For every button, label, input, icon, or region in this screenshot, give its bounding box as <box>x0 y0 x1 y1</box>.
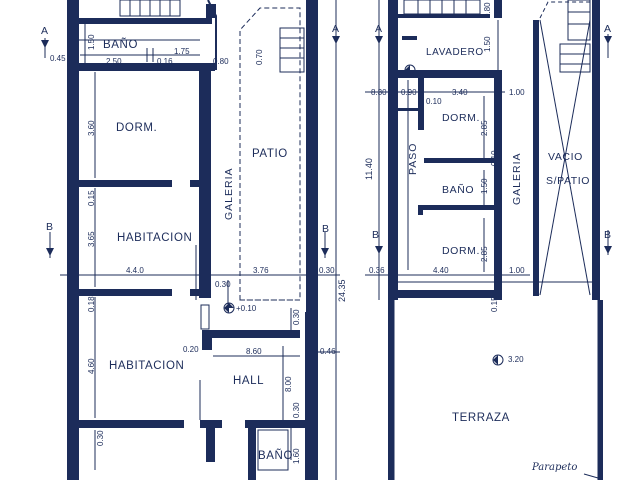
room-label-habitacion-1: HABITACION <box>117 232 192 244</box>
dim-label: 0.30 <box>292 402 301 418</box>
dim-label: 0.80 <box>213 57 229 66</box>
dim-label: 3.20 <box>508 355 524 364</box>
room-label-dorm: DORM. <box>442 112 480 124</box>
room-label-galeria: GALERIA <box>511 152 523 205</box>
dim-label: 0.30 <box>96 430 105 446</box>
section-marker-a-left: A <box>41 25 49 37</box>
dim-label: 0.80 <box>483 2 492 18</box>
left-section-markers <box>41 34 340 258</box>
dim-label-total-length: 11.40 <box>364 158 374 180</box>
room-label-terraza: TERRAZA <box>452 412 510 424</box>
dim-label: 3.60 <box>87 120 96 136</box>
dim-label: 8.30 <box>371 88 387 97</box>
room-label-hall: HALL <box>233 375 264 387</box>
dim-label: 0.10 <box>426 97 442 106</box>
section-marker-a-right: A <box>604 23 612 35</box>
dim-label: 0.36 <box>369 266 385 275</box>
dim-label: +0.10 <box>236 304 257 313</box>
dim-label: 1.75 <box>174 47 190 56</box>
level-marker-icon <box>223 302 235 314</box>
dim-label: 2.85 <box>480 120 489 136</box>
dim-label: 4.60 <box>87 358 96 374</box>
dim-label: 0.45 <box>50 54 66 63</box>
room-label-dorm: DORM. <box>116 122 157 134</box>
section-marker-a-left: A <box>375 23 383 35</box>
section-marker-b-right: B <box>322 223 330 235</box>
room-label-bano: BAÑO <box>103 38 138 51</box>
level-marker-icon <box>404 64 504 366</box>
right-plan-walls <box>388 0 603 480</box>
room-label-paso: PASO <box>407 143 419 175</box>
dim-label: 2.50 <box>106 57 122 66</box>
dim-label: 0.15 <box>87 190 96 206</box>
dim-label: 4.4.0 <box>126 266 144 275</box>
section-marker-b-right: B <box>604 229 612 241</box>
right-plan: A A B B LAVADERO DORM. BAÑO DORM. PASO G… <box>364 0 612 480</box>
dim-label: 1.50 <box>87 34 96 50</box>
dim-label: 3.40 <box>452 88 468 97</box>
room-label-bano: BAÑO <box>442 183 474 196</box>
left-plan: A A B B BAÑO DORM. HABITACION HABITACION… <box>41 0 347 480</box>
dim-label: 2.85 <box>480 246 489 262</box>
room-label-habitacion-2: HABITACION <box>109 360 184 372</box>
room-label-patio: PATIO <box>252 148 288 160</box>
right-section-markers <box>375 36 612 254</box>
dim-label: 8.00 <box>284 376 293 392</box>
room-label-lavadero: LAVADERO <box>426 47 484 58</box>
dim-label: 0.30 <box>319 266 335 275</box>
section-marker-a-right: A <box>332 23 340 35</box>
dim-label: 0.15 <box>490 296 499 312</box>
left-plan-walls <box>67 0 318 480</box>
dim-label: 1.50 <box>480 178 489 194</box>
dim-label: 0.90 <box>401 88 417 97</box>
room-label-galeria: GALERIA <box>223 167 235 220</box>
dim-label: 0.18 <box>87 296 96 312</box>
dim-label: 0.70 <box>255 49 264 65</box>
dim-label: 1.50 <box>483 36 492 52</box>
parapeto-note: Parapeto <box>531 462 577 473</box>
room-label-vacio: VACIO <box>548 151 583 163</box>
dim-label: 0.30 <box>292 309 301 325</box>
dim-label: 0.10 <box>490 150 499 166</box>
dim-label: 3.76 <box>253 266 269 275</box>
section-marker-b-left: B <box>372 229 380 241</box>
room-label-s-patio: S/PATIO <box>546 175 590 187</box>
dim-label: 0.46 <box>320 347 336 356</box>
section-marker-b-left: B <box>46 221 54 233</box>
room-label-bano-2: BAÑO <box>258 449 293 462</box>
dim-label: 0.16 <box>157 57 173 66</box>
dim-label: 4.40 <box>433 266 449 275</box>
dim-label-total-length: 24.35 <box>337 279 347 302</box>
dim-label: 8.60 <box>246 347 262 356</box>
room-label-dorm-2: DORM. <box>442 245 480 257</box>
dim-label: 1.60 <box>292 448 301 464</box>
dim-label: 1.00 <box>509 266 525 275</box>
left-plan-linework <box>60 0 340 480</box>
dim-label: 3.65 <box>87 231 96 247</box>
dim-label: 1.00 <box>509 88 525 97</box>
dim-label: 0.20 <box>183 345 199 354</box>
dim-label: 0.30 <box>215 280 231 289</box>
